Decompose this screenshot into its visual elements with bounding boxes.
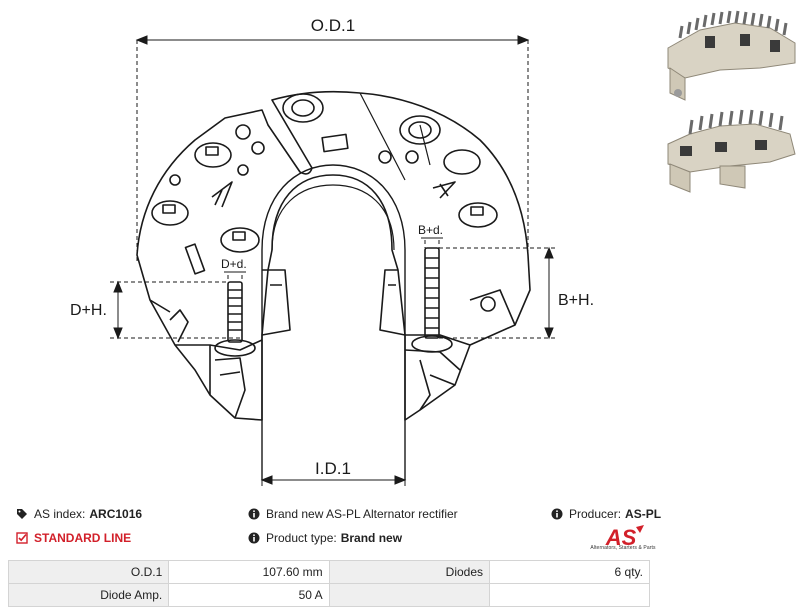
product-type-value: Brand new bbox=[340, 531, 403, 545]
line-label: STANDARD LINE bbox=[34, 531, 132, 545]
line-row: STANDARD LINE bbox=[16, 531, 131, 545]
dd-label: D+d. bbox=[221, 257, 247, 271]
as-index-value: ARC1016 bbox=[89, 507, 143, 521]
dh-label: D+H. bbox=[70, 302, 107, 319]
as-index-row: AS index: ARC1016 bbox=[16, 507, 142, 521]
as-logo: AS bbox=[605, 525, 644, 550]
info-icon bbox=[248, 532, 260, 544]
product-photo-top bbox=[667, 10, 796, 101]
product-photo-bottom bbox=[667, 109, 796, 193]
description-text: Brand new AS-PL Alternator rectifier bbox=[266, 507, 458, 521]
producer-row: Producer: AS-PL bbox=[551, 507, 661, 521]
info-icon bbox=[248, 508, 260, 520]
bh-label: B+H. bbox=[558, 292, 594, 309]
spec-key: Diode Amp. bbox=[7, 583, 170, 607]
spec-value: 107.60 mm bbox=[168, 560, 330, 584]
spec-key: O.D.1 bbox=[7, 560, 170, 584]
spec-value: 6 qty. bbox=[489, 560, 650, 584]
bd-label: B+d. bbox=[418, 223, 443, 237]
description-row: Brand new AS-PL Alternator rectifier bbox=[248, 507, 458, 521]
producer-value: AS-PL bbox=[625, 507, 662, 521]
specs-table: O.D.1 107.60 mm Diodes 6 qty. Diode Amp.… bbox=[7, 560, 650, 607]
technical-drawing: O.D.1 I.D.1 D+H. B+H. D+d. B+d. bbox=[70, 16, 594, 486]
product-type-label: Product type: bbox=[266, 531, 337, 545]
info-icon bbox=[551, 508, 563, 520]
od-label: O.D.1 bbox=[311, 16, 355, 35]
table-row: O.D.1 107.60 mm Diodes 6 qty. bbox=[7, 560, 650, 584]
producer-label: Producer: bbox=[569, 507, 622, 521]
spec-value: 50 A bbox=[168, 583, 330, 607]
spec-value bbox=[489, 583, 650, 607]
spec-key bbox=[328, 583, 491, 607]
checkbox-checked-icon bbox=[16, 532, 28, 544]
rectifier-body-outline bbox=[136, 90, 531, 421]
id-label: I.D.1 bbox=[315, 459, 351, 478]
logo-mark: AS bbox=[605, 525, 637, 550]
tag-icon bbox=[17, 509, 27, 519]
spec-key: Diodes bbox=[328, 560, 491, 584]
table-row: Diode Amp. 50 A bbox=[7, 583, 650, 607]
product-type-row: Product type: Brand new bbox=[248, 531, 402, 545]
logo-tagline: Alternators, Starters & Parts bbox=[590, 545, 656, 551]
as-index-label: AS index: bbox=[34, 507, 86, 521]
